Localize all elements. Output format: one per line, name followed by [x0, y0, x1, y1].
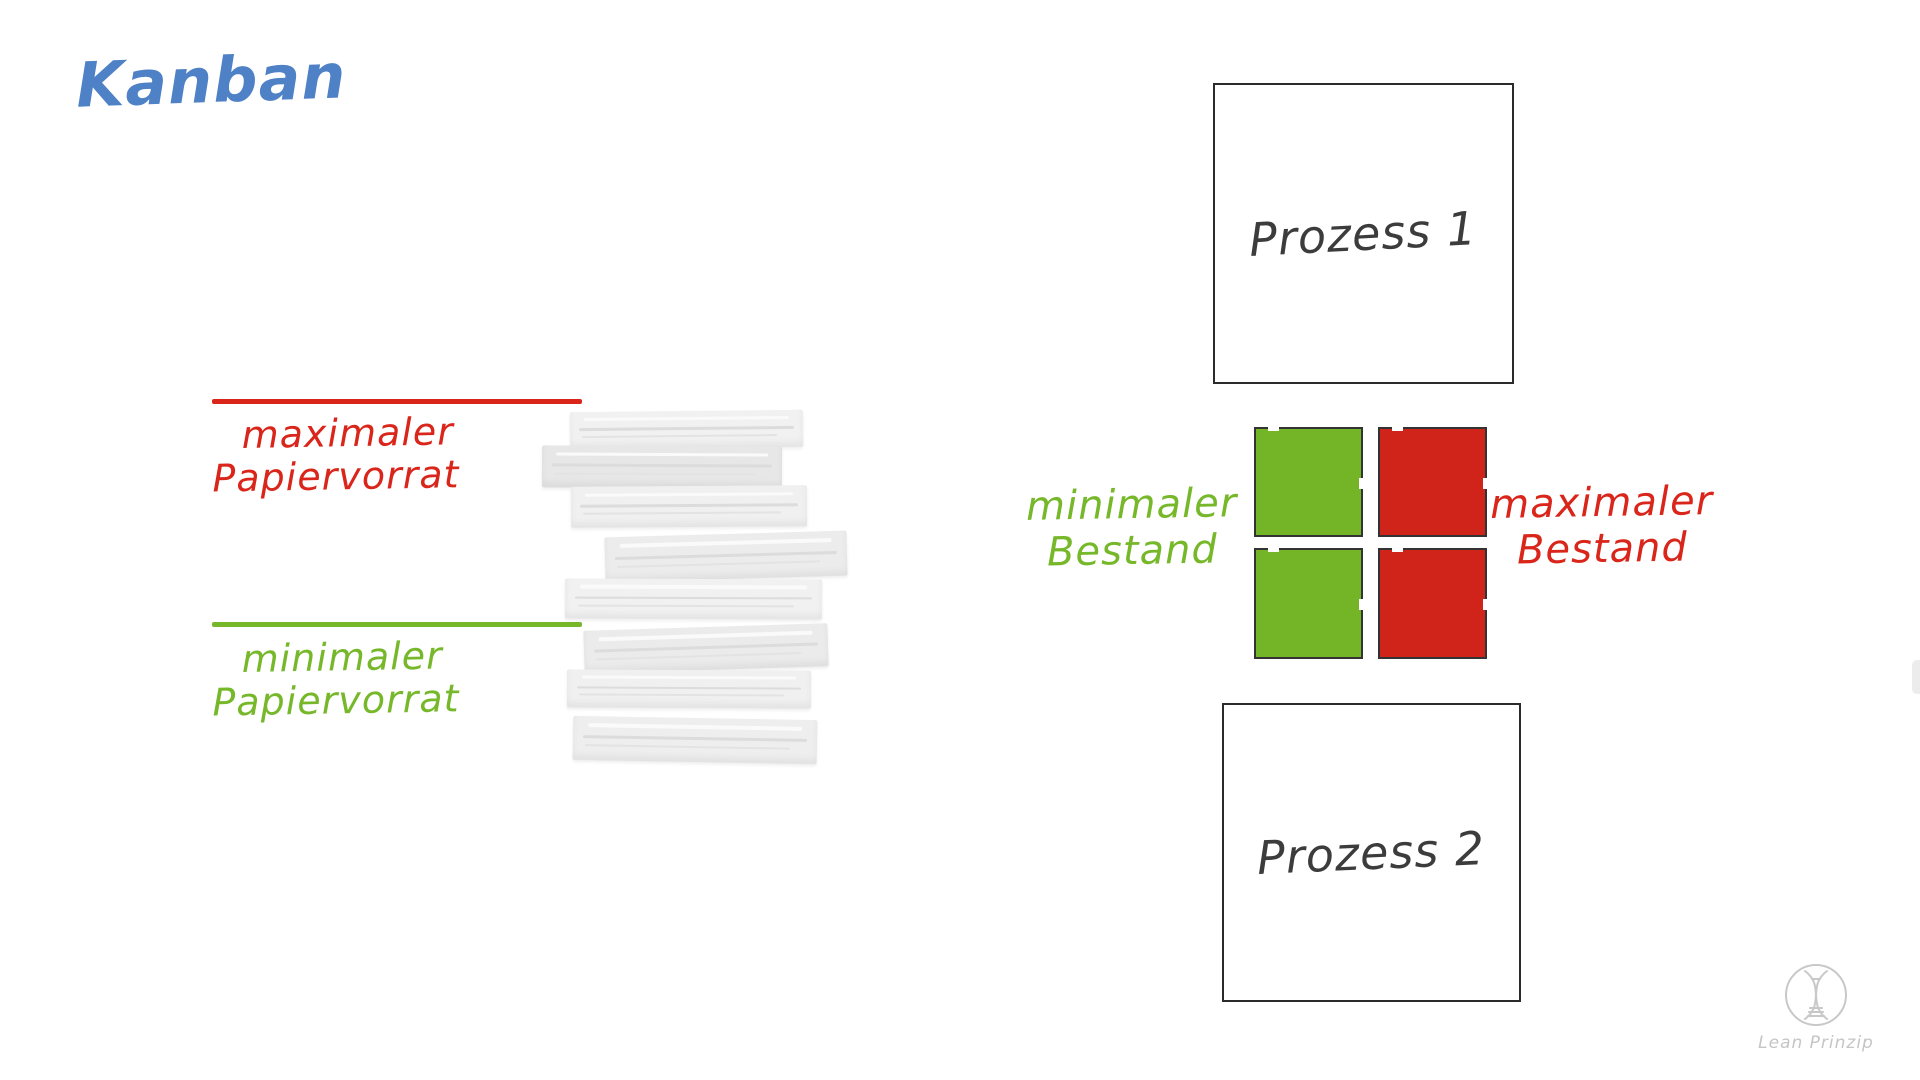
- kanban-card-red-bottom: [1378, 548, 1487, 659]
- max-paper-label-line2: Papiervorrat: [212, 452, 460, 501]
- card-notch: [1268, 548, 1279, 552]
- min-paper-label-line2: Papiervorrat: [212, 676, 460, 725]
- paper-streak: [575, 596, 812, 600]
- min-stock-label-line1: minimaler: [1025, 480, 1238, 530]
- min-paper-label: minimaler Papiervorrat: [211, 633, 502, 725]
- paper-streak: [580, 584, 807, 590]
- paper-streak: [579, 426, 794, 431]
- paper-bundle: [572, 715, 818, 765]
- dna-logo-icon: [1785, 964, 1847, 1026]
- paper-streak: [596, 651, 802, 661]
- paper-streak: [576, 686, 802, 690]
- card-notch: [1483, 599, 1487, 611]
- paper-streak: [553, 472, 756, 476]
- paper-bundle: [566, 669, 812, 709]
- card-notch: [1268, 427, 1279, 431]
- kanban-card-red-top: [1378, 427, 1487, 537]
- paper-streak: [587, 723, 803, 731]
- paper-streak: [619, 538, 833, 549]
- paper-bundle: [570, 485, 808, 528]
- paper-streak: [556, 452, 768, 458]
- card-notch: [1359, 477, 1363, 489]
- paper-bundle: [604, 530, 848, 583]
- card-notch: [1392, 427, 1403, 431]
- max-threshold-line: [212, 399, 582, 404]
- min-stock-label-line2: Bestand: [1046, 526, 1219, 576]
- process-2-box: Prozess 2: [1222, 703, 1521, 1002]
- paper-bundle: [564, 578, 823, 620]
- process-2-label: Prozess 2: [1256, 820, 1487, 885]
- paper-streak: [593, 642, 819, 653]
- paper-streak: [582, 735, 808, 743]
- watermark-label: Lean Prinzip: [1758, 1033, 1874, 1053]
- process-1-label: Prozess 1: [1248, 200, 1479, 267]
- card-notch: [1392, 548, 1403, 552]
- paper-streak: [614, 550, 838, 561]
- paper-streak: [617, 560, 821, 569]
- kanban-card-green-top: [1254, 427, 1363, 537]
- min-threshold-line: [212, 622, 582, 627]
- paper-streak: [551, 463, 773, 468]
- max-paper-label-line1: maximaler: [241, 409, 455, 458]
- process-1-box: Prozess 1: [1213, 83, 1514, 384]
- card-notch: [1483, 477, 1487, 489]
- max-stock-label: maximaler Bestand: [1481, 478, 1723, 574]
- watermark: Lean Prinzip: [1756, 960, 1876, 1053]
- card-notch: [1359, 599, 1363, 611]
- paper-streak: [581, 675, 797, 681]
- page-title: Kanban: [74, 39, 348, 122]
- max-stock-label-line2: Bestand: [1516, 524, 1689, 574]
- paper-streak: [581, 433, 778, 438]
- max-paper-label: maximaler Papiervorrat: [211, 409, 502, 500]
- paper-streak: [582, 511, 782, 516]
- max-stock-label-line1: maximaler: [1489, 478, 1714, 528]
- paper-streak: [579, 693, 785, 697]
- paper-streak: [583, 415, 789, 422]
- min-stock-label: minimaler Bestand: [1011, 480, 1253, 576]
- min-paper-label-line1: minimaler: [241, 633, 444, 682]
- paper-bundle: [569, 409, 804, 450]
- paper-streak: [585, 491, 793, 497]
- paper-streak: [585, 744, 791, 751]
- edge-artifact: [1912, 660, 1920, 694]
- paper-bundle: [541, 445, 783, 489]
- paper-streak: [598, 630, 813, 642]
- kanban-card-green-bottom: [1254, 548, 1363, 659]
- paper-bundle: [583, 623, 829, 674]
- paper-streak: [580, 503, 798, 508]
- paper-streak: [577, 604, 794, 607]
